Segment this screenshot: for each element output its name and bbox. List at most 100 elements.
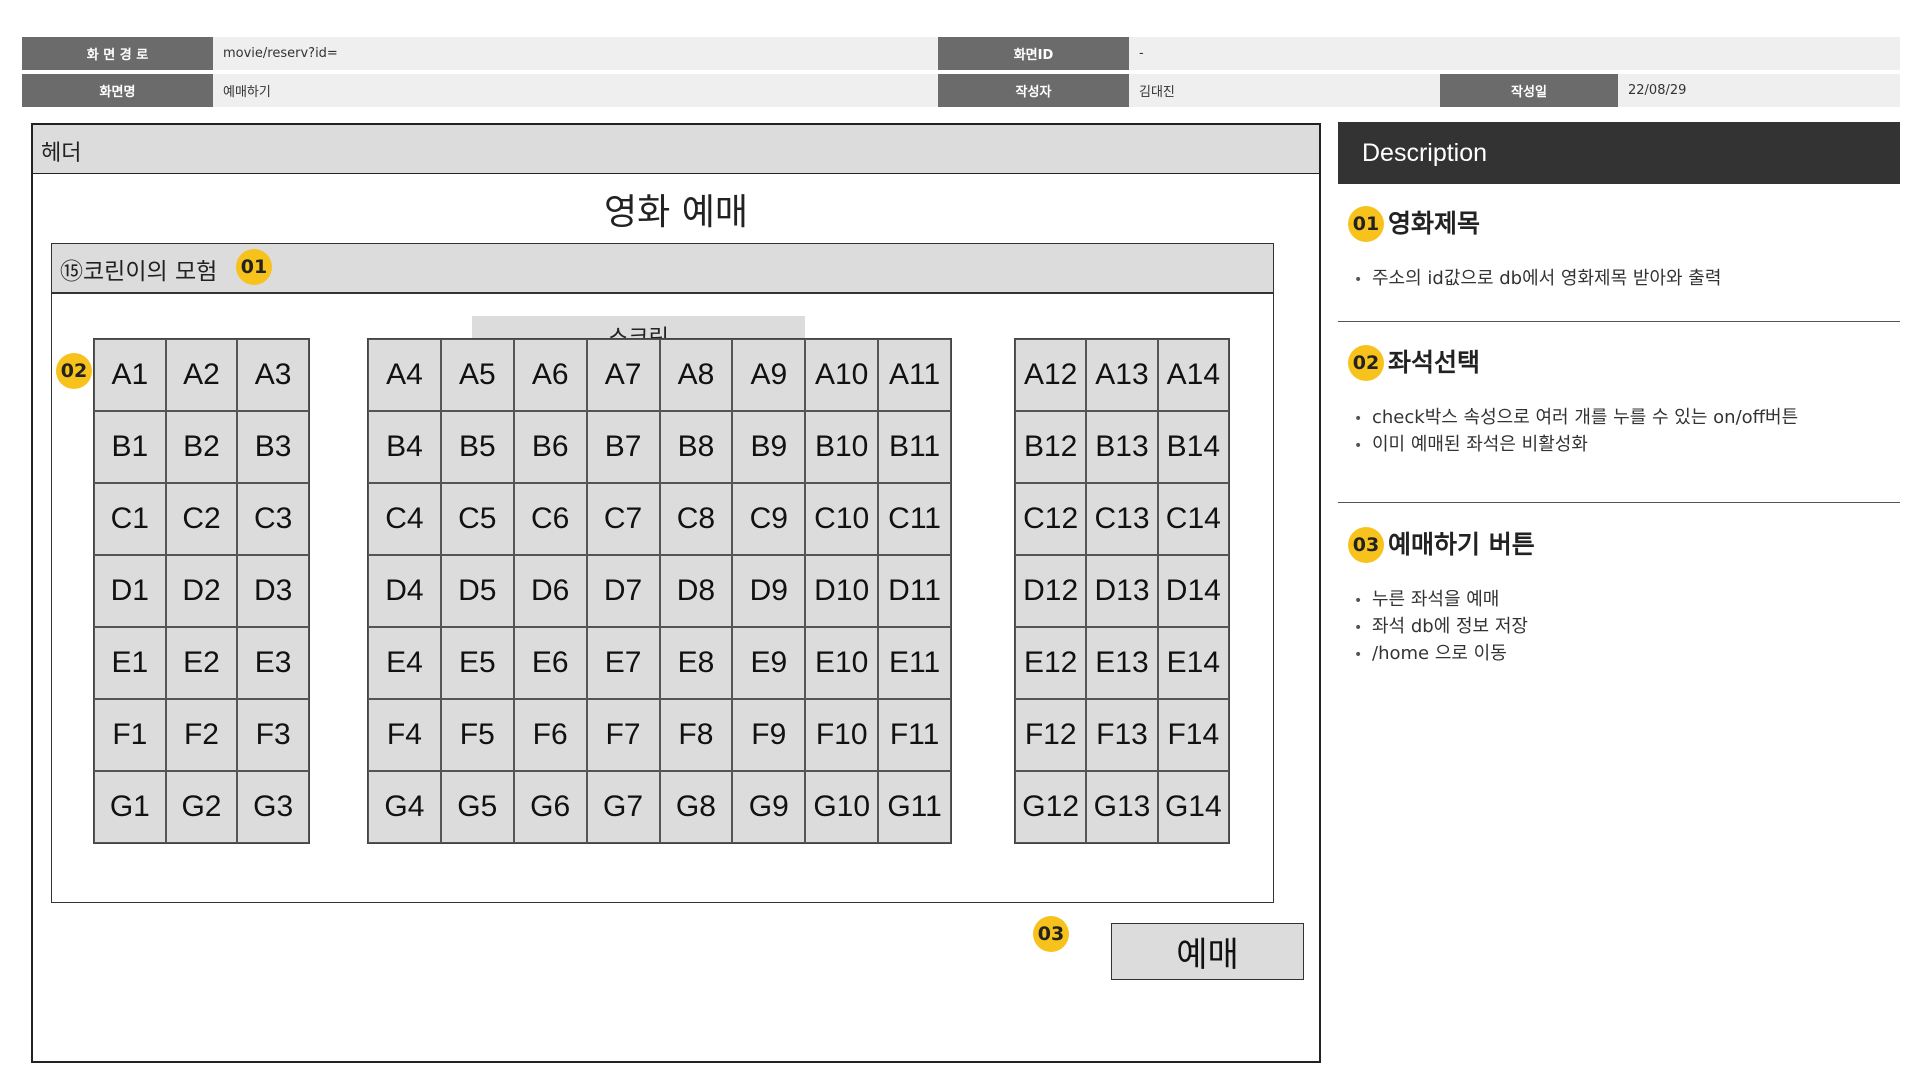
seat-d5[interactable]: D5 [440,555,514,627]
seat-f10[interactable]: F10 [805,699,879,771]
seat-a11[interactable]: A11 [878,339,951,411]
seat-g3[interactable]: G3 [237,771,309,843]
seat-c7[interactable]: C7 [586,483,660,555]
seat-g14[interactable]: G14 [1157,771,1229,843]
seat-g4[interactable]: G4 [368,771,441,843]
seat-b5[interactable]: B5 [440,411,514,483]
seat-c13[interactable]: C13 [1086,483,1158,555]
seat-a7[interactable]: A7 [586,339,660,411]
seat-g11[interactable]: G11 [878,771,951,843]
seat-e2[interactable]: E2 [165,627,238,699]
seat-a12[interactable]: A12 [1015,339,1087,411]
seat-b3[interactable]: B3 [237,411,309,483]
seat-g6[interactable]: G6 [513,771,587,843]
seat-d4[interactable]: D4 [368,555,441,627]
seat-d13[interactable]: D13 [1086,555,1158,627]
seat-g2[interactable]: G2 [165,771,238,843]
seat-b11[interactable]: B11 [878,411,951,483]
seat-f4[interactable]: F4 [368,699,441,771]
seat-g10[interactable]: G10 [805,771,879,843]
seat-a10[interactable]: A10 [805,339,879,411]
seat-b13[interactable]: B13 [1086,411,1158,483]
seat-e13[interactable]: E13 [1086,627,1158,699]
seat-g8[interactable]: G8 [659,771,733,843]
seat-a14[interactable]: A14 [1157,339,1229,411]
seat-e8[interactable]: E8 [659,627,733,699]
seat-b6[interactable]: B6 [513,411,587,483]
seat-b4[interactable]: B4 [368,411,441,483]
seat-c4[interactable]: C4 [368,483,441,555]
seat-b10[interactable]: B10 [805,411,879,483]
seat-d3[interactable]: D3 [237,555,309,627]
seat-e5[interactable]: E5 [440,627,514,699]
seat-f13[interactable]: F13 [1086,699,1158,771]
seat-f7[interactable]: F7 [586,699,660,771]
seat-a5[interactable]: A5 [440,339,514,411]
seat-f2[interactable]: F2 [165,699,238,771]
seat-c9[interactable]: C9 [732,483,806,555]
seat-a2[interactable]: A2 [165,339,238,411]
seat-f11[interactable]: F11 [878,699,951,771]
seat-d1[interactable]: D1 [94,555,166,627]
seat-a8[interactable]: A8 [659,339,733,411]
seat-f9[interactable]: F9 [732,699,806,771]
seat-e12[interactable]: E12 [1015,627,1087,699]
badge-desc-03: 03 [1348,527,1384,563]
seat-g13[interactable]: G13 [1086,771,1158,843]
seat-d2[interactable]: D2 [165,555,238,627]
seat-e14[interactable]: E14 [1157,627,1229,699]
seat-c3[interactable]: C3 [237,483,309,555]
seat-b8[interactable]: B8 [659,411,733,483]
seat-a9[interactable]: A9 [732,339,806,411]
seat-a4[interactable]: A4 [368,339,441,411]
seat-g9[interactable]: G9 [732,771,806,843]
seat-a3[interactable]: A3 [237,339,309,411]
seat-a1[interactable]: A1 [94,339,166,411]
seat-e9[interactable]: E9 [732,627,806,699]
seat-d12[interactable]: D12 [1015,555,1087,627]
seat-c2[interactable]: C2 [165,483,238,555]
seat-c6[interactable]: C6 [513,483,587,555]
seat-d8[interactable]: D8 [659,555,733,627]
seat-e1[interactable]: E1 [94,627,166,699]
seat-d11[interactable]: D11 [878,555,951,627]
seat-b14[interactable]: B14 [1157,411,1229,483]
seat-f6[interactable]: F6 [513,699,587,771]
seat-g7[interactable]: G7 [586,771,660,843]
seat-b12[interactable]: B12 [1015,411,1087,483]
seat-b1[interactable]: B1 [94,411,166,483]
seat-f12[interactable]: F12 [1015,699,1087,771]
seat-c12[interactable]: C12 [1015,483,1087,555]
reserve-button[interactable]: 예매 [1111,923,1304,980]
seat-f14[interactable]: F14 [1157,699,1229,771]
seat-e6[interactable]: E6 [513,627,587,699]
seat-c8[interactable]: C8 [659,483,733,555]
seat-c10[interactable]: C10 [805,483,879,555]
seat-g5[interactable]: G5 [440,771,514,843]
seat-d9[interactable]: D9 [732,555,806,627]
seat-b7[interactable]: B7 [586,411,660,483]
seat-a6[interactable]: A6 [513,339,587,411]
seat-c14[interactable]: C14 [1157,483,1229,555]
seat-f5[interactable]: F5 [440,699,514,771]
seat-e7[interactable]: E7 [586,627,660,699]
seat-e11[interactable]: E11 [878,627,951,699]
seat-e3[interactable]: E3 [237,627,309,699]
seat-d14[interactable]: D14 [1157,555,1229,627]
seat-g1[interactable]: G1 [94,771,166,843]
seat-b2[interactable]: B2 [165,411,238,483]
seat-a13[interactable]: A13 [1086,339,1158,411]
seat-g12[interactable]: G12 [1015,771,1087,843]
seat-d7[interactable]: D7 [586,555,660,627]
seat-d10[interactable]: D10 [805,555,879,627]
seat-f3[interactable]: F3 [237,699,309,771]
seat-f1[interactable]: F1 [94,699,166,771]
seat-c5[interactable]: C5 [440,483,514,555]
seat-f8[interactable]: F8 [659,699,733,771]
seat-e4[interactable]: E4 [368,627,441,699]
seat-c11[interactable]: C11 [878,483,951,555]
seat-e10[interactable]: E10 [805,627,879,699]
seat-d6[interactable]: D6 [513,555,587,627]
seat-b9[interactable]: B9 [732,411,806,483]
seat-c1[interactable]: C1 [94,483,166,555]
